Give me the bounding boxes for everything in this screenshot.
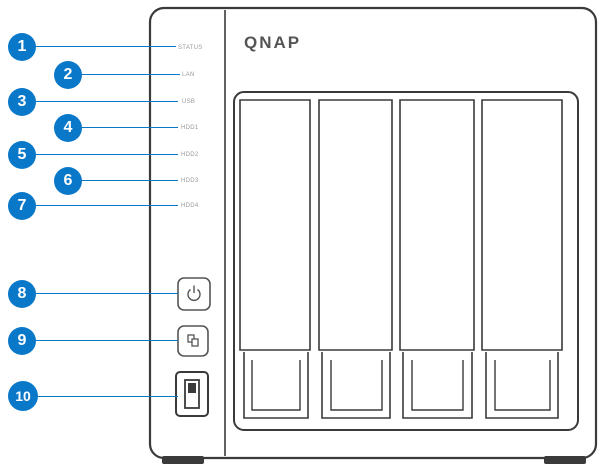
- drive-tray-3[interactable]: [399, 99, 475, 419]
- chassis-foot-right: [544, 456, 586, 464]
- callout-6: 6: [0, 167, 200, 197]
- callout-9: 9: [0, 327, 200, 357]
- led-label-hdd4: HDD4: [181, 203, 199, 209]
- callout-leader-4: [80, 127, 178, 128]
- callout-leader-6: [80, 180, 178, 181]
- led-label-hdd1: HDD1: [181, 125, 199, 131]
- callout-7: 7: [0, 192, 200, 222]
- callout-8: 8: [0, 280, 200, 310]
- callout-5: 5: [0, 141, 200, 171]
- callout-3: 3: [0, 88, 200, 118]
- led-label-usb: USB: [182, 99, 196, 105]
- callout-10: 10: [0, 381, 200, 411]
- callout-badge-10: 10: [8, 381, 38, 411]
- callout-4: 4: [0, 114, 200, 144]
- callout-leader-1: [34, 46, 176, 47]
- callout-badge-3: 3: [8, 88, 36, 116]
- callout-leader-5: [34, 154, 178, 155]
- power-icon: [187, 285, 201, 301]
- callout-leader-3: [34, 101, 178, 102]
- callout-leader-9: [34, 340, 178, 341]
- callout-leader-8: [34, 293, 178, 294]
- drive-tray-1[interactable]: [239, 99, 311, 419]
- callout-badge-2: 2: [54, 61, 82, 89]
- callout-leader-10: [38, 396, 178, 397]
- callout-badge-4: 4: [54, 114, 82, 142]
- callout-2: 2: [0, 61, 200, 91]
- callout-1: 1: [0, 33, 200, 63]
- callout-badge-7: 7: [8, 192, 36, 220]
- power-button[interactable]: [177, 277, 211, 311]
- qnap-logo: QNAP: [244, 33, 302, 52]
- led-label-hdd2: HDD2: [181, 152, 199, 158]
- callout-badge-1: 1: [8, 33, 36, 61]
- led-label-hdd3: HDD3: [181, 178, 199, 184]
- callout-leader-7: [34, 205, 178, 206]
- copy-icon: [187, 334, 199, 347]
- drive-tray-4[interactable]: [481, 99, 563, 419]
- callout-badge-9: 9: [8, 327, 36, 355]
- callout-badge-5: 5: [8, 141, 36, 169]
- callout-leader-2: [80, 74, 180, 75]
- callout-badge-8: 8: [8, 280, 36, 308]
- chassis-foot-left: [162, 456, 204, 464]
- led-label-lan: LAN: [182, 72, 195, 78]
- drive-tray-2[interactable]: [318, 99, 393, 419]
- led-label-status: STATUS: [178, 45, 203, 51]
- callout-badge-6: 6: [54, 167, 82, 195]
